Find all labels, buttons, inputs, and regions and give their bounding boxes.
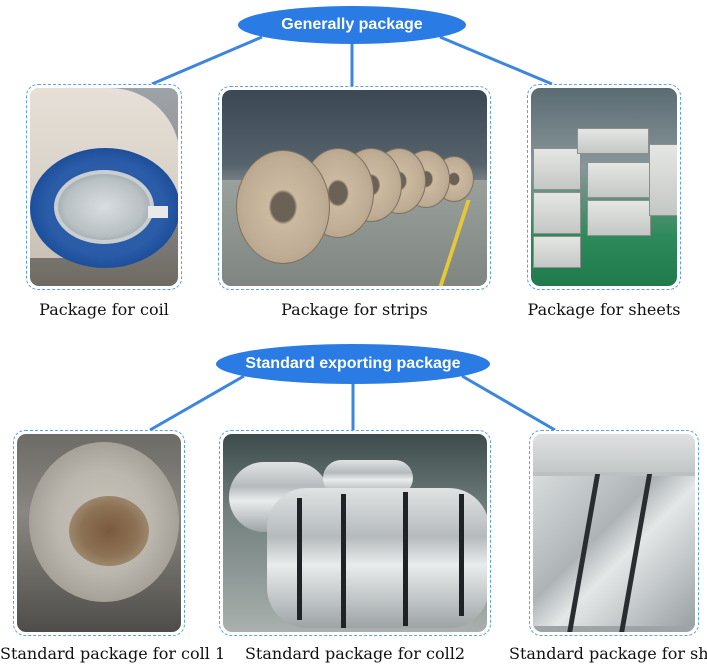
- strips-package-caption: Package for strips: [281, 300, 428, 319]
- sheet-package-caption: Standard package for sheet: [509, 644, 707, 663]
- coil-package-photo: [30, 88, 178, 286]
- coil-package-card: [26, 84, 182, 290]
- strips-package-photo: [222, 90, 487, 286]
- sheet-package-card: [529, 430, 699, 636]
- sheets-package-caption: Package for sheets: [527, 300, 681, 319]
- sheet-package-photo: [533, 434, 695, 632]
- strips-package-card: [218, 86, 491, 290]
- coil-2-package-card: [219, 430, 491, 636]
- sheets-package-photo: [531, 88, 677, 286]
- coil-1-package-caption: Standard package for coll 1: [0, 644, 226, 663]
- coil-2-package-caption: Standard package for coll2: [244, 644, 466, 663]
- coil-package-caption: Package for coil: [39, 300, 169, 319]
- generally-package-title: Generally package: [238, 6, 466, 44]
- coil-2-package-photo: [223, 434, 487, 632]
- coil-1-package-photo: [17, 434, 181, 632]
- coil-1-package-card: [13, 430, 185, 636]
- sheets-package-card: [527, 84, 681, 290]
- standard-exporting-package-title: Standard exporting package: [216, 344, 490, 384]
